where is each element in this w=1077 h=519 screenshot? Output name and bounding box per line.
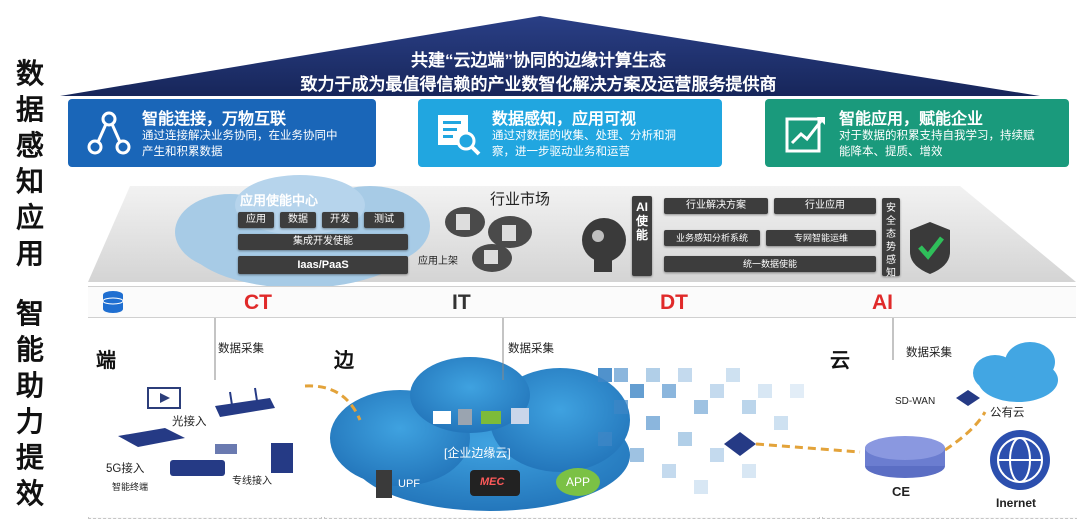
- sdwan-label: SD-WAN: [895, 396, 936, 407]
- pill-data: 数据: [280, 212, 316, 228]
- upload-label: 应用上架: [418, 256, 458, 267]
- card-smart-application: 智能应用，赋能企业 对于数据的积累支持自我学习，持续赋能降本、提质、增效: [765, 99, 1069, 167]
- unified-data-pill: 统一数据使能: [664, 256, 876, 272]
- growth-chart-icon: [785, 117, 825, 153]
- connection-line-edge-ce: [755, 442, 861, 454]
- connection-line-end-edge: [304, 384, 362, 421]
- pixel-grid: [598, 368, 804, 494]
- terminal-label: 智能终端: [112, 482, 149, 492]
- router-icon: [724, 432, 756, 456]
- app-label: APP: [566, 475, 591, 489]
- internet-label: Inernet: [996, 496, 1037, 510]
- upf-label: UPF: [398, 478, 420, 490]
- tag-it: IT: [452, 291, 471, 314]
- edge-collect-label: 数据采集: [508, 343, 554, 355]
- edge-title: 边: [334, 350, 354, 372]
- card-data-perception: 数据感知，应用可视 通过对数据的收集、处理、分析和洞察，进一步驱动业务和运营: [418, 99, 722, 167]
- enable-center-title: 应用使能中心: [240, 193, 319, 208]
- ai-enable-pill: AI使能: [632, 196, 652, 276]
- cloud-collect-label: 数据采集: [906, 347, 952, 359]
- intelligent-efficiency-label: 智能助力提效: [15, 298, 44, 509]
- iaas-paas-pill: Iaas/PaaS: [238, 256, 408, 274]
- market-clouds: [445, 207, 532, 272]
- pill-app: 应用: [238, 212, 274, 228]
- ai-head-icon: [582, 218, 626, 272]
- tech-band: [88, 286, 1076, 318]
- data-search-icon: [438, 115, 481, 156]
- shield-icon: [910, 222, 950, 274]
- fiveg-label: 5G接入: [106, 463, 145, 475]
- sdwan-router-icon: [956, 390, 980, 406]
- optical-label: 光接入: [172, 416, 207, 428]
- card-title: 智能连接，万物互联: [142, 111, 287, 128]
- tag-ai: AI: [872, 291, 893, 314]
- roof-line-2: 致力于成为最值得信赖的产业数智化解决方案及运营服务提供商: [300, 75, 777, 94]
- pill-dev: 开发: [322, 212, 358, 228]
- connection-line-ce-cloud: [944, 411, 987, 452]
- roof-shape: [60, 16, 1040, 96]
- roof-line-1: 共建“云边端”协同的边缘计算生态: [411, 51, 666, 70]
- data-perception-label: 数据感知应用: [15, 58, 44, 269]
- end-collect-label: 数据采集: [218, 343, 264, 355]
- card-title: 智能应用，赋能企业: [839, 111, 984, 128]
- internet-globe-icon: [990, 430, 1050, 490]
- ops-pill: 专网智能运维: [766, 230, 876, 246]
- database-icon: [102, 291, 124, 313]
- cloud-title: 云: [830, 350, 850, 372]
- public-cloud-shape: [973, 342, 1058, 402]
- card-title: 数据感知，应用可视: [492, 111, 637, 128]
- integrate-dev-pill: 集成开发使能: [238, 234, 408, 250]
- security-pill: 安全态势感知: [882, 198, 900, 279]
- perception-pill: 业务感知分析系统: [664, 230, 760, 246]
- card-desc: 对于数据的积累支持自我学习，持续赋能降本、提质、增效: [839, 130, 1035, 158]
- end-title: 端: [96, 350, 116, 372]
- tag-ct: CT: [244, 291, 272, 314]
- industry-solution-pill: 行业解决方案: [664, 198, 768, 214]
- pill-test: 测试: [364, 212, 404, 228]
- dedicated-label: 专线接入: [232, 476, 272, 487]
- ce-label: CE: [892, 484, 911, 499]
- end-devices: [118, 387, 293, 476]
- edge-cloud-label: [企业边缘云]: [444, 446, 511, 460]
- edge-cloud-icons: [376, 408, 600, 498]
- public-cloud-label: 公有云: [990, 407, 1025, 419]
- card-smart-connection: 智能连接，万物互联 通过连接解决业务协同，在业务协同中产生和积累数据: [68, 99, 376, 167]
- industry-app-pill: 行业应用: [774, 198, 876, 214]
- market-title: 行业市场: [490, 191, 551, 208]
- ce-router-icon: [865, 436, 945, 478]
- card-desc: 通过连接解决业务协同，在业务协同中产生和积累数据: [142, 130, 338, 158]
- network-node-icon: [87, 111, 131, 155]
- tag-dt: DT: [660, 291, 688, 314]
- card-desc: 通过对数据的收集、处理、分析和洞察，进一步驱动业务和运营: [492, 130, 676, 158]
- mec-label: MEC: [480, 476, 505, 488]
